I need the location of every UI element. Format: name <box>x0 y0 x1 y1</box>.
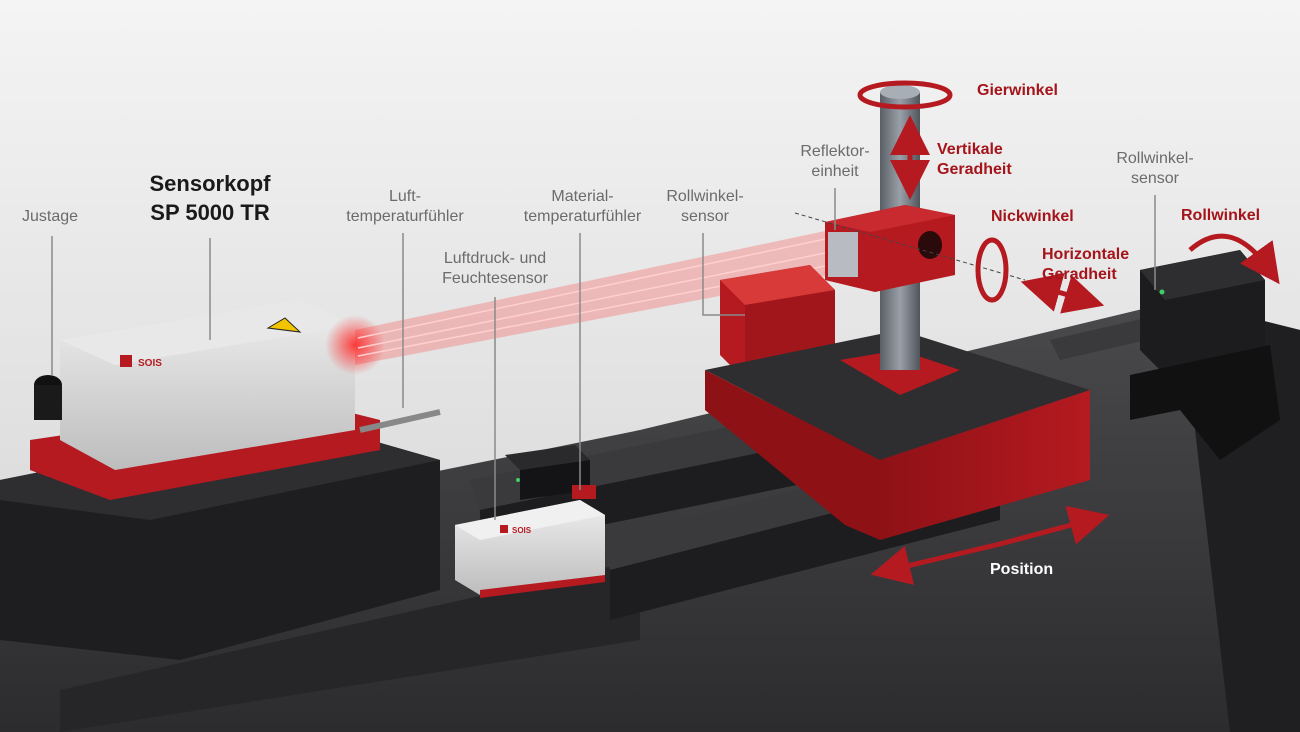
label-luftdruck-feuchtesensor: Luftdruck- und Feuchtesensor <box>430 249 560 289</box>
label-vertikale-geradheit: Vertikale Geradheit <box>937 140 1012 180</box>
label-sensorkopf-line1: Sensorkopf <box>149 171 271 196</box>
motion-arrows <box>857 80 1280 585</box>
label-reflektor-line1: Reflektor- <box>800 143 870 160</box>
label-sensorkopf: Sensorkopf SP 5000 TR <box>130 170 290 227</box>
label-rollwinkelsensor-left: Rollwinkel- sensor <box>655 187 755 227</box>
label-reflektor-line2: einheit <box>811 163 859 180</box>
label-vertikale-line1: Vertikale <box>937 141 1003 158</box>
label-rollwinkel-text: Rollwinkel <box>1181 207 1261 224</box>
label-lufttemperaturfuehler: Luft- temperaturfühler <box>330 187 480 227</box>
label-gierwinkel: Gierwinkel <box>977 81 1058 101</box>
pressure-humidity-sensor: SOIS <box>455 500 605 598</box>
label-materialtemperaturfuehler: Material- temperaturfühler <box>505 187 660 227</box>
label-rollwinkel: Rollwinkel <box>1181 206 1260 226</box>
label-justage: Justage <box>22 207 78 227</box>
carriage <box>705 330 1090 540</box>
label-nickwinkel: Nickwinkel <box>991 207 1074 227</box>
sensor-head: SOIS <box>30 300 380 500</box>
label-horizontale-line1: Horizontale <box>1042 246 1130 263</box>
label-gierwinkel-text: Gierwinkel <box>977 82 1058 99</box>
label-lufttemp-line1: Luft- <box>388 188 421 205</box>
label-position: Position <box>990 560 1053 580</box>
pressure-sensor-logo: SOIS <box>512 526 532 535</box>
leader-lines <box>51 188 1156 520</box>
label-vertikale-line2: Geradheit <box>937 161 1012 178</box>
label-luftdruck-line1: Luftdruck- und <box>443 250 547 267</box>
label-rollwinkel-right-line1: Rollwinkel- <box>1116 150 1194 167</box>
label-lufttemp-line2: temperaturfühler <box>346 208 464 225</box>
label-nickwinkel-text: Nickwinkel <box>991 208 1074 225</box>
label-materialtemp-line1: Material- <box>551 188 614 205</box>
label-sensorkopf-line2: SP 5000 TR <box>150 199 270 225</box>
leader-rollwinkel-left <box>702 233 745 316</box>
label-horizontale-line2: Geradheit <box>1042 266 1117 283</box>
label-rollwinkel-left-line2: sensor <box>680 208 730 225</box>
laser-beams <box>325 230 831 375</box>
label-justage-text: Justage <box>22 208 79 225</box>
right-roll-sensor <box>1130 250 1280 460</box>
label-reflektoreinheit: Reflektor- einheit <box>790 142 880 182</box>
sensor-head-logo: SOIS <box>138 358 162 369</box>
label-position-text: Position <box>990 561 1054 578</box>
material-temperature-sensor <box>505 445 596 500</box>
air-temperature-probe <box>359 409 441 433</box>
label-rollwinkelsensor-right: Rollwinkel- sensor <box>1105 149 1205 189</box>
label-horizontale-geradheit: Horizontale Geradheit <box>1042 245 1129 285</box>
label-rollwinkel-right-line2: sensor <box>1130 170 1180 187</box>
label-materialtemp-line2: temperaturfühler <box>523 208 642 225</box>
label-rollwinkel-left-line1: Rollwinkel- <box>666 188 744 205</box>
label-luftdruck-line2: Feuchtesensor <box>442 270 548 287</box>
